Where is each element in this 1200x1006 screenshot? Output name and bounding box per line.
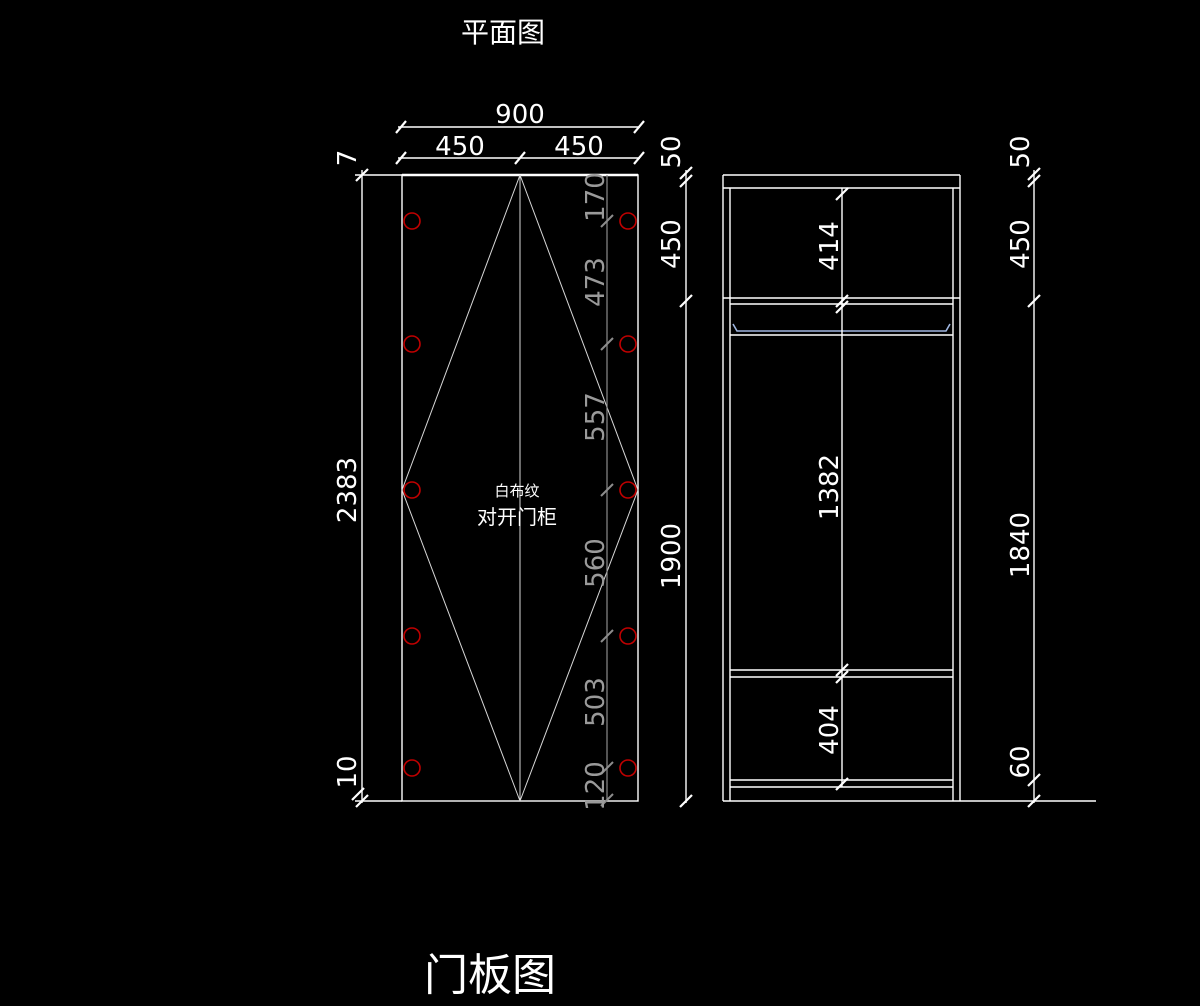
width-dimensions: 900 450 450 <box>395 100 645 165</box>
dim-tick <box>835 294 849 308</box>
dim-tick <box>355 168 369 182</box>
dim-width-total: 900 <box>495 100 545 130</box>
dim-right-main: 1840 <box>1006 512 1036 578</box>
hinge-icon <box>403 335 421 353</box>
dim-bottom-gap: 10 <box>333 755 363 788</box>
dim-right-upper: 450 <box>1006 219 1036 269</box>
dim-right-top: 50 <box>1006 135 1036 168</box>
dim-tick <box>1027 773 1041 787</box>
hinge-icon <box>619 212 637 230</box>
door-panel: 白布纹 对开门柜 <box>401 173 639 802</box>
dim-tick <box>835 187 849 201</box>
dim-hinge-3: 557 <box>581 392 611 442</box>
right-door-swing-mark <box>519 174 639 802</box>
dim-tick <box>600 337 614 351</box>
door-panel-title: 门板图 <box>424 950 556 1001</box>
hinge-icon <box>403 759 421 777</box>
dim-tick <box>835 663 849 677</box>
cabinet-type-label: 对开门柜 <box>477 505 557 529</box>
hinge-icon <box>619 759 637 777</box>
left-door-swing-mark <box>401 174 521 802</box>
hinge-icon <box>403 212 421 230</box>
height-dimension: 2383 7 10 <box>333 150 402 808</box>
dim-left-main: 1900 <box>657 523 687 589</box>
dim-tick <box>679 174 693 188</box>
dim-inner-upper: 414 <box>815 221 845 271</box>
hinge-icon <box>403 481 421 499</box>
dim-tick <box>395 151 407 165</box>
dim-tick <box>633 120 645 134</box>
dim-tick <box>835 777 849 791</box>
dim-tick <box>1027 174 1041 188</box>
dim-width-left: 450 <box>435 132 485 162</box>
hinge-icon <box>619 481 637 499</box>
dim-tick <box>600 761 614 775</box>
dim-tick <box>600 214 614 228</box>
cabinet-right-dimensions: 50 450 1840 60 <box>960 135 1096 808</box>
dim-tick <box>835 670 849 684</box>
dim-tick <box>679 794 693 808</box>
dim-left-upper: 450 <box>657 219 687 269</box>
dim-tick <box>351 787 365 801</box>
dim-inner-lower: 404 <box>815 705 845 755</box>
dim-hinge-2: 473 <box>581 257 611 307</box>
dim-hinge-5: 503 <box>581 677 611 727</box>
dim-width-right: 450 <box>554 132 604 162</box>
dim-tick <box>395 120 407 134</box>
cabinet-left-dimensions: 50 450 1900 <box>657 135 693 808</box>
dim-tick <box>633 151 645 165</box>
dim-tick <box>679 166 693 180</box>
cabinet-elevation: 414 1382 404 <box>722 174 961 802</box>
dim-top-gap: 7 <box>333 150 363 167</box>
dim-tick <box>600 483 614 497</box>
dim-hinge-6: 120 <box>581 761 611 811</box>
dim-right-base: 60 <box>1006 745 1036 778</box>
hinge-icon <box>403 627 421 645</box>
dim-tick <box>355 794 369 808</box>
dim-tick <box>1027 794 1041 808</box>
dim-tick <box>835 300 849 314</box>
hinge-spacing-dimensions: 170 473 557 560 503 120 <box>581 172 614 811</box>
hinge-icon <box>619 627 637 645</box>
dim-tick <box>1027 294 1041 308</box>
plan-title: 平面图 <box>461 16 545 49</box>
hinge-icon <box>619 335 637 353</box>
dim-tick <box>600 793 614 807</box>
material-label: 白布纹 <box>494 482 539 500</box>
dim-tick <box>679 294 693 308</box>
dim-height-total: 2383 <box>333 457 363 523</box>
dim-hinge-4: 560 <box>581 538 611 588</box>
dim-hinge-1: 170 <box>581 172 611 222</box>
dim-tick <box>1027 167 1041 181</box>
dim-tick <box>600 629 614 643</box>
dim-inner-main: 1382 <box>815 454 845 520</box>
dim-left-top: 50 <box>657 135 687 168</box>
dim-tick <box>514 151 526 165</box>
